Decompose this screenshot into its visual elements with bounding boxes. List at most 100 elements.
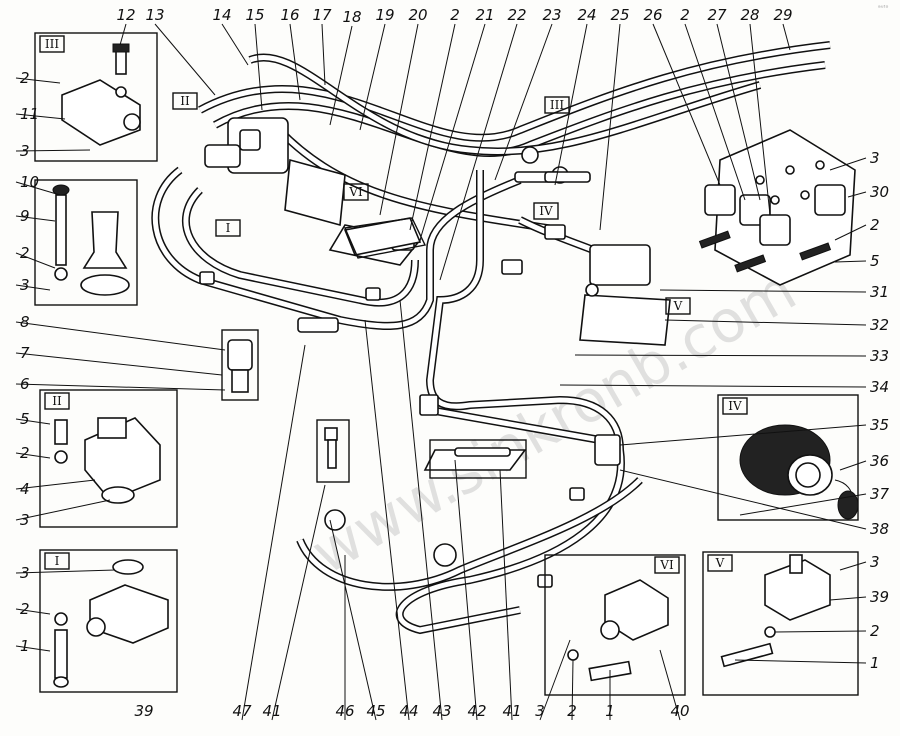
part-label: 15: [245, 6, 264, 24]
inset-II: [39, 389, 178, 528]
part-label: VI: [348, 185, 363, 199]
part-label: 12: [116, 6, 135, 24]
inset-III: [34, 32, 158, 162]
leader-line: [329, 519, 377, 721]
part-label: 30: [870, 183, 889, 201]
leader-line: [15, 418, 51, 425]
leader-line: [271, 484, 326, 721]
leader-line: [499, 469, 513, 721]
leader-line: [241, 344, 306, 721]
leader-line: [15, 149, 91, 152]
leader-line: [834, 260, 867, 263]
leader-line: [15, 479, 96, 490]
inset-I: [39, 549, 178, 693]
leader-line: [829, 157, 867, 171]
part-label: 40: [670, 702, 689, 720]
leader-line: [749, 23, 771, 216]
part-label: 37: [870, 485, 890, 503]
part-label: 11: [20, 105, 39, 123]
part-label: 5: [870, 252, 880, 270]
leader-line: [254, 23, 263, 111]
leader-line: [554, 23, 588, 186]
roman-tag-frame: [665, 297, 691, 315]
leader-line: [321, 23, 326, 86]
part-label: 1: [605, 702, 615, 720]
leader-line: [419, 23, 486, 241]
part-label: 43: [432, 702, 451, 720]
leader-line: [379, 23, 419, 216]
part-label: II: [180, 94, 190, 108]
fitting-detail-20: [343, 217, 427, 259]
part-label: 16: [280, 6, 299, 24]
leader-line: [619, 469, 867, 530]
part-label: 2: [20, 600, 30, 618]
part-label: II: [52, 394, 62, 408]
leader-line: [15, 645, 51, 652]
leader-line: [409, 23, 456, 231]
part-label: 28: [740, 6, 759, 24]
roman-tag-frame: [343, 183, 369, 201]
leader-line: [684, 23, 746, 201]
roman-tag-frame: [172, 92, 198, 110]
part-label: 3: [20, 564, 30, 582]
part-label: 39: [870, 588, 889, 606]
part-label: 2: [450, 6, 460, 24]
leader-line: [329, 25, 353, 126]
part-label: 10: [20, 173, 39, 191]
part-label: 46: [335, 702, 354, 720]
part-label: 3: [20, 276, 30, 294]
part-label: 35: [870, 416, 889, 434]
part-label: 39: [134, 702, 153, 720]
roman-tag-frame: [215, 219, 241, 237]
central-components: [199, 117, 671, 588]
part-label: 21: [475, 6, 494, 24]
part-label: 24: [577, 6, 596, 24]
part-label: 6: [20, 375, 30, 393]
part-label: 41: [262, 702, 281, 720]
part-label: 33: [870, 347, 889, 365]
leader-line: [494, 23, 553, 181]
leader-line: [664, 319, 867, 326]
part-label: 19: [375, 6, 394, 24]
part-label: 42: [467, 702, 486, 720]
leader-line: [15, 452, 51, 459]
leader-line: [15, 499, 111, 521]
part-label: 1: [870, 654, 880, 672]
part-label: 22: [507, 6, 526, 24]
part-label: 31: [870, 283, 889, 301]
leader-line: [734, 659, 867, 664]
part-label: 2: [20, 244, 30, 262]
leader-line: [599, 23, 621, 231]
part-label: III: [45, 37, 59, 51]
leader-line: [15, 77, 61, 84]
part-label: 45: [366, 702, 385, 720]
part-label: III: [550, 98, 564, 112]
roman-tag-frame: [544, 96, 570, 114]
part-label: 14: [212, 6, 231, 24]
part-label: 34: [870, 378, 889, 396]
part-label: 8: [20, 313, 30, 331]
part-label: 2: [567, 702, 577, 720]
part-label: 36: [870, 452, 889, 470]
leader-line: [834, 224, 867, 241]
leader-line: [774, 630, 867, 633]
leader-line: [15, 321, 226, 351]
leader-line: [364, 319, 410, 721]
part-label: V: [673, 299, 683, 313]
leader-line: [15, 252, 56, 269]
part-label: 3: [870, 149, 880, 167]
fitting-detail-47: [316, 419, 350, 483]
part-label: 2: [870, 216, 880, 234]
part-label: 32: [870, 316, 889, 334]
part-label: IV: [728, 399, 742, 413]
inset-V: [702, 551, 859, 696]
leader-line: [454, 459, 478, 721]
leader-line: [619, 424, 867, 446]
part-label: 5: [20, 410, 30, 428]
part-label: IV: [539, 204, 553, 218]
part-label: 2: [680, 6, 690, 24]
part-label: 9: [20, 207, 30, 225]
part-label: 1: [20, 637, 30, 655]
part-label: 3: [20, 511, 30, 529]
